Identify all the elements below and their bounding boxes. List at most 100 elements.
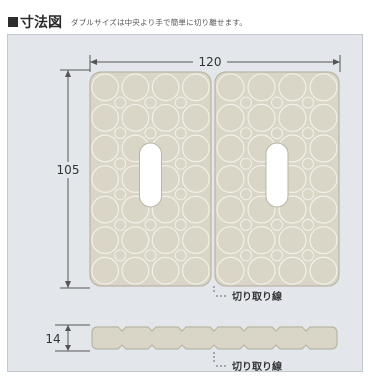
- pattern-small-circle: [302, 127, 314, 140]
- pattern-circle: [278, 73, 307, 102]
- pattern-small-circle: [174, 249, 187, 262]
- page-subtitle: ダブルサイズは中央より手で簡単に切り離せます。: [71, 17, 247, 27]
- pattern-circle: [309, 164, 338, 194]
- pattern-circle: [91, 256, 120, 285]
- pattern-small-circle: [174, 188, 187, 201]
- pattern-circle: [181, 103, 210, 132]
- pattern-circle: [216, 226, 245, 255]
- pattern-circle: [216, 73, 245, 102]
- width-label-bg: [193, 54, 227, 70]
- pattern-small-circle: [271, 127, 283, 140]
- pattern-circle: [151, 73, 180, 102]
- panel-left: [89, 71, 212, 287]
- pattern-circle: [181, 134, 210, 163]
- pattern-small-circle: [174, 127, 187, 140]
- pattern-small-circle: [174, 157, 187, 170]
- pattern-small-circle: [114, 249, 127, 262]
- pattern-small-circle: [114, 157, 127, 170]
- height-dimension: 105: [51, 69, 90, 289]
- pattern-small-circle: [302, 218, 314, 231]
- width-label: 120: [199, 55, 222, 69]
- pattern-circle: [247, 256, 276, 285]
- pattern-circle: [91, 195, 120, 224]
- side-profile: [91, 326, 338, 350]
- pattern-small-circle: [114, 127, 127, 140]
- pattern-circle: [247, 73, 276, 102]
- pattern-small-circle: [240, 127, 252, 140]
- pattern-circle: [151, 103, 180, 132]
- pattern-circle: [91, 226, 120, 255]
- pattern-circle: [247, 103, 276, 132]
- panel-right-hole: [265, 142, 289, 208]
- height-arrow-top-icon: [65, 70, 71, 77]
- pattern-circle: [247, 195, 276, 224]
- pattern-circle: [309, 73, 338, 102]
- page-title: 寸法図: [20, 15, 62, 31]
- pattern-circle: [247, 226, 276, 255]
- pattern-circle: [309, 103, 338, 132]
- pattern-small-circle: [174, 96, 187, 109]
- header: 寸法図 ダブルサイズは中央より手で簡単に切り離せます。: [8, 12, 247, 32]
- pattern-small-circle: [240, 218, 252, 231]
- pattern-small-circle: [114, 96, 127, 109]
- pattern-small-circle: [240, 188, 252, 201]
- width-arrow-left-icon: [90, 59, 97, 65]
- thickness-label: 14: [45, 332, 60, 346]
- pattern-small-circle: [240, 157, 252, 170]
- pattern-circle: [278, 256, 307, 285]
- pattern-circle: [216, 134, 245, 163]
- pattern-circle: [216, 256, 245, 285]
- title-square-icon: [8, 17, 18, 27]
- pattern-circle: [216, 103, 245, 132]
- thickness-dimension: 14: [44, 324, 90, 352]
- pattern-circle: [151, 256, 180, 285]
- pattern-small-circle: [144, 249, 157, 262]
- pattern-circle: [278, 103, 307, 132]
- pattern-circle: [151, 195, 180, 224]
- height-label: 105: [57, 163, 80, 177]
- panels-group: [89, 71, 340, 287]
- panel-left-hole: [139, 142, 162, 208]
- pattern-small-circle: [144, 96, 157, 109]
- pattern-circle: [91, 165, 120, 193]
- width-dimension: 120: [89, 54, 341, 72]
- pattern-small-circle: [114, 218, 127, 231]
- pattern-small-circle: [271, 249, 283, 262]
- pattern-small-circle: [302, 249, 314, 262]
- pattern-circle: [121, 226, 150, 255]
- panel-right-pattern: [216, 73, 338, 285]
- pattern-circle: [278, 226, 307, 255]
- pattern-small-circle: [240, 249, 252, 262]
- pattern-circle: [309, 134, 338, 163]
- pattern-circle: [151, 226, 180, 255]
- pattern-circle: [309, 256, 338, 285]
- pattern-circle: [121, 195, 150, 224]
- pattern-circle: [91, 73, 120, 102]
- cut-line-bottom: 切り取り線: [213, 352, 282, 373]
- thickness-label-bg: [44, 332, 64, 346]
- pattern-circle: [181, 226, 210, 255]
- pattern-small-circle: [144, 127, 157, 140]
- pattern-circle: [278, 195, 307, 224]
- panel-right: [214, 71, 340, 287]
- pattern-circle: [216, 195, 245, 224]
- pattern-circle: [121, 103, 150, 132]
- pattern-small-circle: [302, 96, 314, 109]
- pattern-small-circle: [271, 218, 283, 231]
- cut-line-top-label: 切り取り線: [232, 290, 282, 303]
- pattern-small-circle: [144, 218, 157, 231]
- pattern-circle: [181, 195, 210, 224]
- pattern-circle: [309, 195, 338, 224]
- pattern-circle: [91, 103, 120, 132]
- pattern-small-circle: [302, 157, 314, 170]
- pattern-circle: [309, 226, 338, 255]
- pattern-small-circle: [114, 188, 127, 201]
- pattern-circle: [181, 73, 210, 102]
- pattern-small-circle: [271, 96, 283, 109]
- pattern-circle: [91, 134, 120, 163]
- pattern-small-circle: [174, 218, 187, 231]
- cut-line-top: 切り取り線: [213, 286, 282, 303]
- pattern-circle: [181, 165, 210, 193]
